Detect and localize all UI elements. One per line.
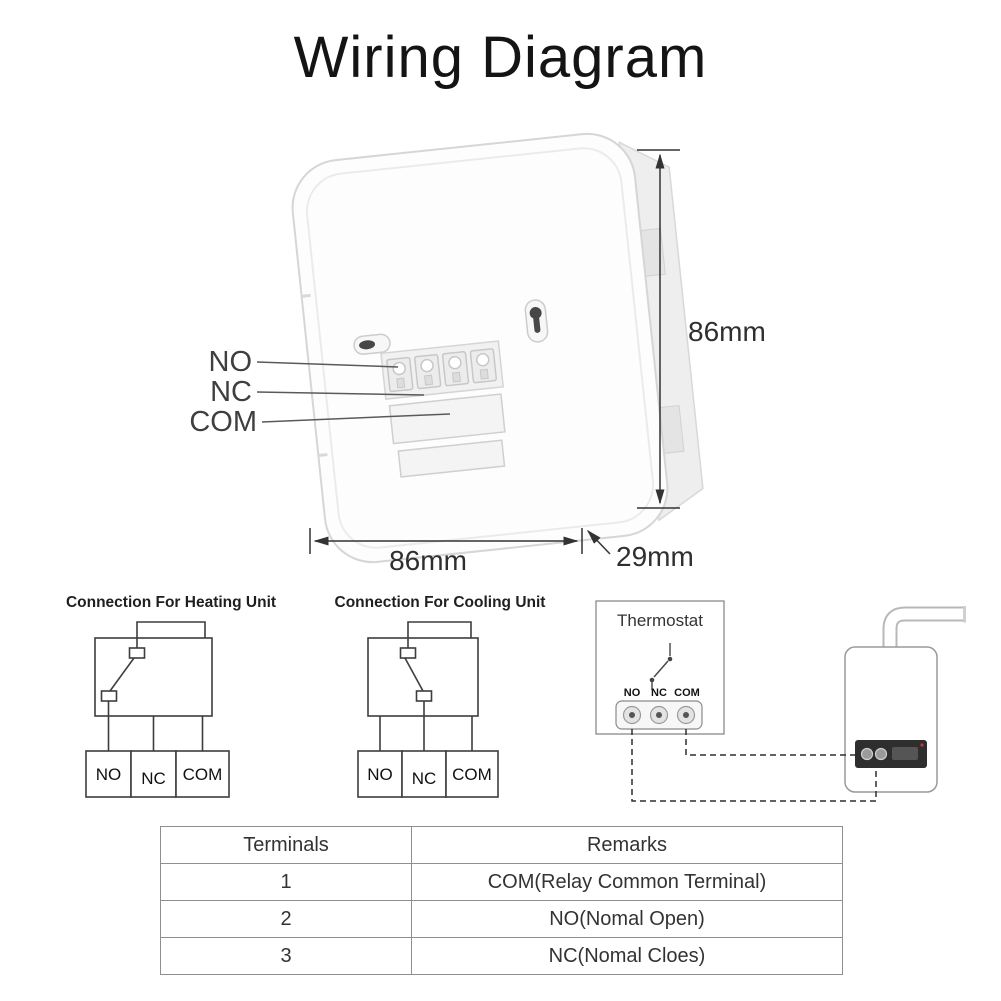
thermostat-terminal-no: NO (624, 687, 641, 699)
relay-box (94, 637, 213, 717)
terminal-bottom-bar (397, 439, 506, 478)
page-title: Wiring Diagram (293, 25, 708, 90)
dimension-height-label: 86mm (688, 316, 766, 347)
dimension-depth-label: 29mm (616, 541, 694, 572)
terminal-block (380, 340, 506, 478)
terminal-label-com: COM (189, 406, 257, 438)
relay-top-jumper (136, 621, 206, 638)
cooling-relay-circuit (357, 621, 499, 798)
leader-line-no (256, 361, 399, 368)
keyhole-left-icon (353, 333, 391, 355)
terminal-box-no (85, 750, 132, 798)
terminal-box-com (175, 750, 230, 798)
terminal-clamp-2 (414, 353, 442, 390)
boiler-knob-1 (860, 747, 874, 761)
boiler-body (844, 646, 938, 793)
thermostat-screw-terminals (622, 705, 696, 725)
table-cell-terminal-3: 3 (160, 937, 412, 975)
cooling-terminal-no: NO (367, 765, 393, 784)
thermostat-terminal-com: COM (674, 687, 700, 699)
terminal-clamp-4 (469, 348, 498, 384)
terminals-table: Terminals Remarks 1 COM(Relay Common Ter… (160, 826, 843, 975)
table-cell-remark-3: NC(Nomal Cloes) (411, 937, 843, 975)
dimension-width: 86mm (309, 528, 583, 576)
boiler-led (920, 743, 924, 747)
wire-thermostat-to-boiler-2 (685, 729, 857, 756)
heating-title: Connection For Heating Unit (66, 594, 276, 611)
cooling-terminal-com: COM (452, 765, 492, 784)
edge-notch-bottom (318, 453, 328, 457)
boiler-pipe-icon (882, 606, 966, 653)
cooling-schematic: Connection For Cooling Unit NO NC COM (335, 594, 546, 798)
table-header-row: Terminals Remarks (160, 826, 843, 864)
table-cell-remark-2: NO(Nomal Open) (411, 900, 843, 938)
terminal-clamp-1 (386, 356, 414, 393)
cooling-terminal-nc: NC (412, 769, 437, 788)
backplate-3d (291, 132, 704, 564)
dimension-height: 86mm (637, 149, 766, 509)
heating-terminal-com: COM (183, 765, 223, 784)
table-header-terminals: Terminals (160, 826, 412, 864)
table-header-remarks: Remarks (411, 826, 843, 864)
edge-notch-top (301, 293, 311, 298)
table-row: 1 COM(Relay Common Terminal) (160, 863, 843, 901)
heating-terminal-no: NO (96, 765, 122, 784)
table-row: 3 NC(Nomal Cloes) (160, 937, 843, 975)
dimension-depth: 29mm (586, 529, 694, 572)
leader-line-com (261, 413, 451, 423)
wire-thermostat-to-boiler-1 (631, 729, 877, 802)
terminal-box-nc (130, 750, 177, 798)
table-cell-terminal-1: 1 (160, 863, 412, 901)
cooling-title: Connection For Cooling Unit (335, 594, 546, 611)
thermostat-title: Thermostat (617, 611, 703, 630)
table-row: 2 NO(Nomal Open) (160, 900, 843, 938)
thermostat-terminal-nc: NC (651, 687, 667, 699)
thermostat-switch-icon (649, 643, 673, 690)
leader-line-nc (256, 391, 425, 396)
thermostat-boiler-schematic: Thermostat NO NC COM (595, 600, 966, 802)
device-illustration: NO NC COM 86mm 86mm 29mm (189, 132, 766, 576)
terminal-label-nc: NC (210, 376, 252, 408)
heating-schematic: Connection For Heating Unit NO NC COM (66, 594, 276, 798)
heating-relay-circuit (85, 621, 230, 798)
thermostat-box: Thermostat NO NC COM (595, 600, 725, 735)
heating-terminal-nc: NC (141, 769, 166, 788)
boiler-knob-2 (874, 747, 888, 761)
relay-top-jumper (407, 621, 472, 638)
relay-box (367, 637, 479, 717)
relay-switch-icon (399, 638, 433, 716)
terminal-window (388, 393, 506, 445)
boiler-display (892, 747, 918, 760)
terminal-clamp-3 (441, 351, 470, 387)
relay-switch-icon (100, 638, 146, 716)
terminal-box-com (445, 750, 499, 798)
dimension-width-label: 86mm (389, 545, 467, 576)
table-cell-remark-1: COM(Relay Common Terminal) (411, 863, 843, 901)
boiler-illustration (844, 646, 938, 793)
terminal-label-no: NO (209, 346, 253, 378)
keyhole-right-icon (524, 299, 549, 343)
table-cell-terminal-2: 2 (160, 900, 412, 938)
